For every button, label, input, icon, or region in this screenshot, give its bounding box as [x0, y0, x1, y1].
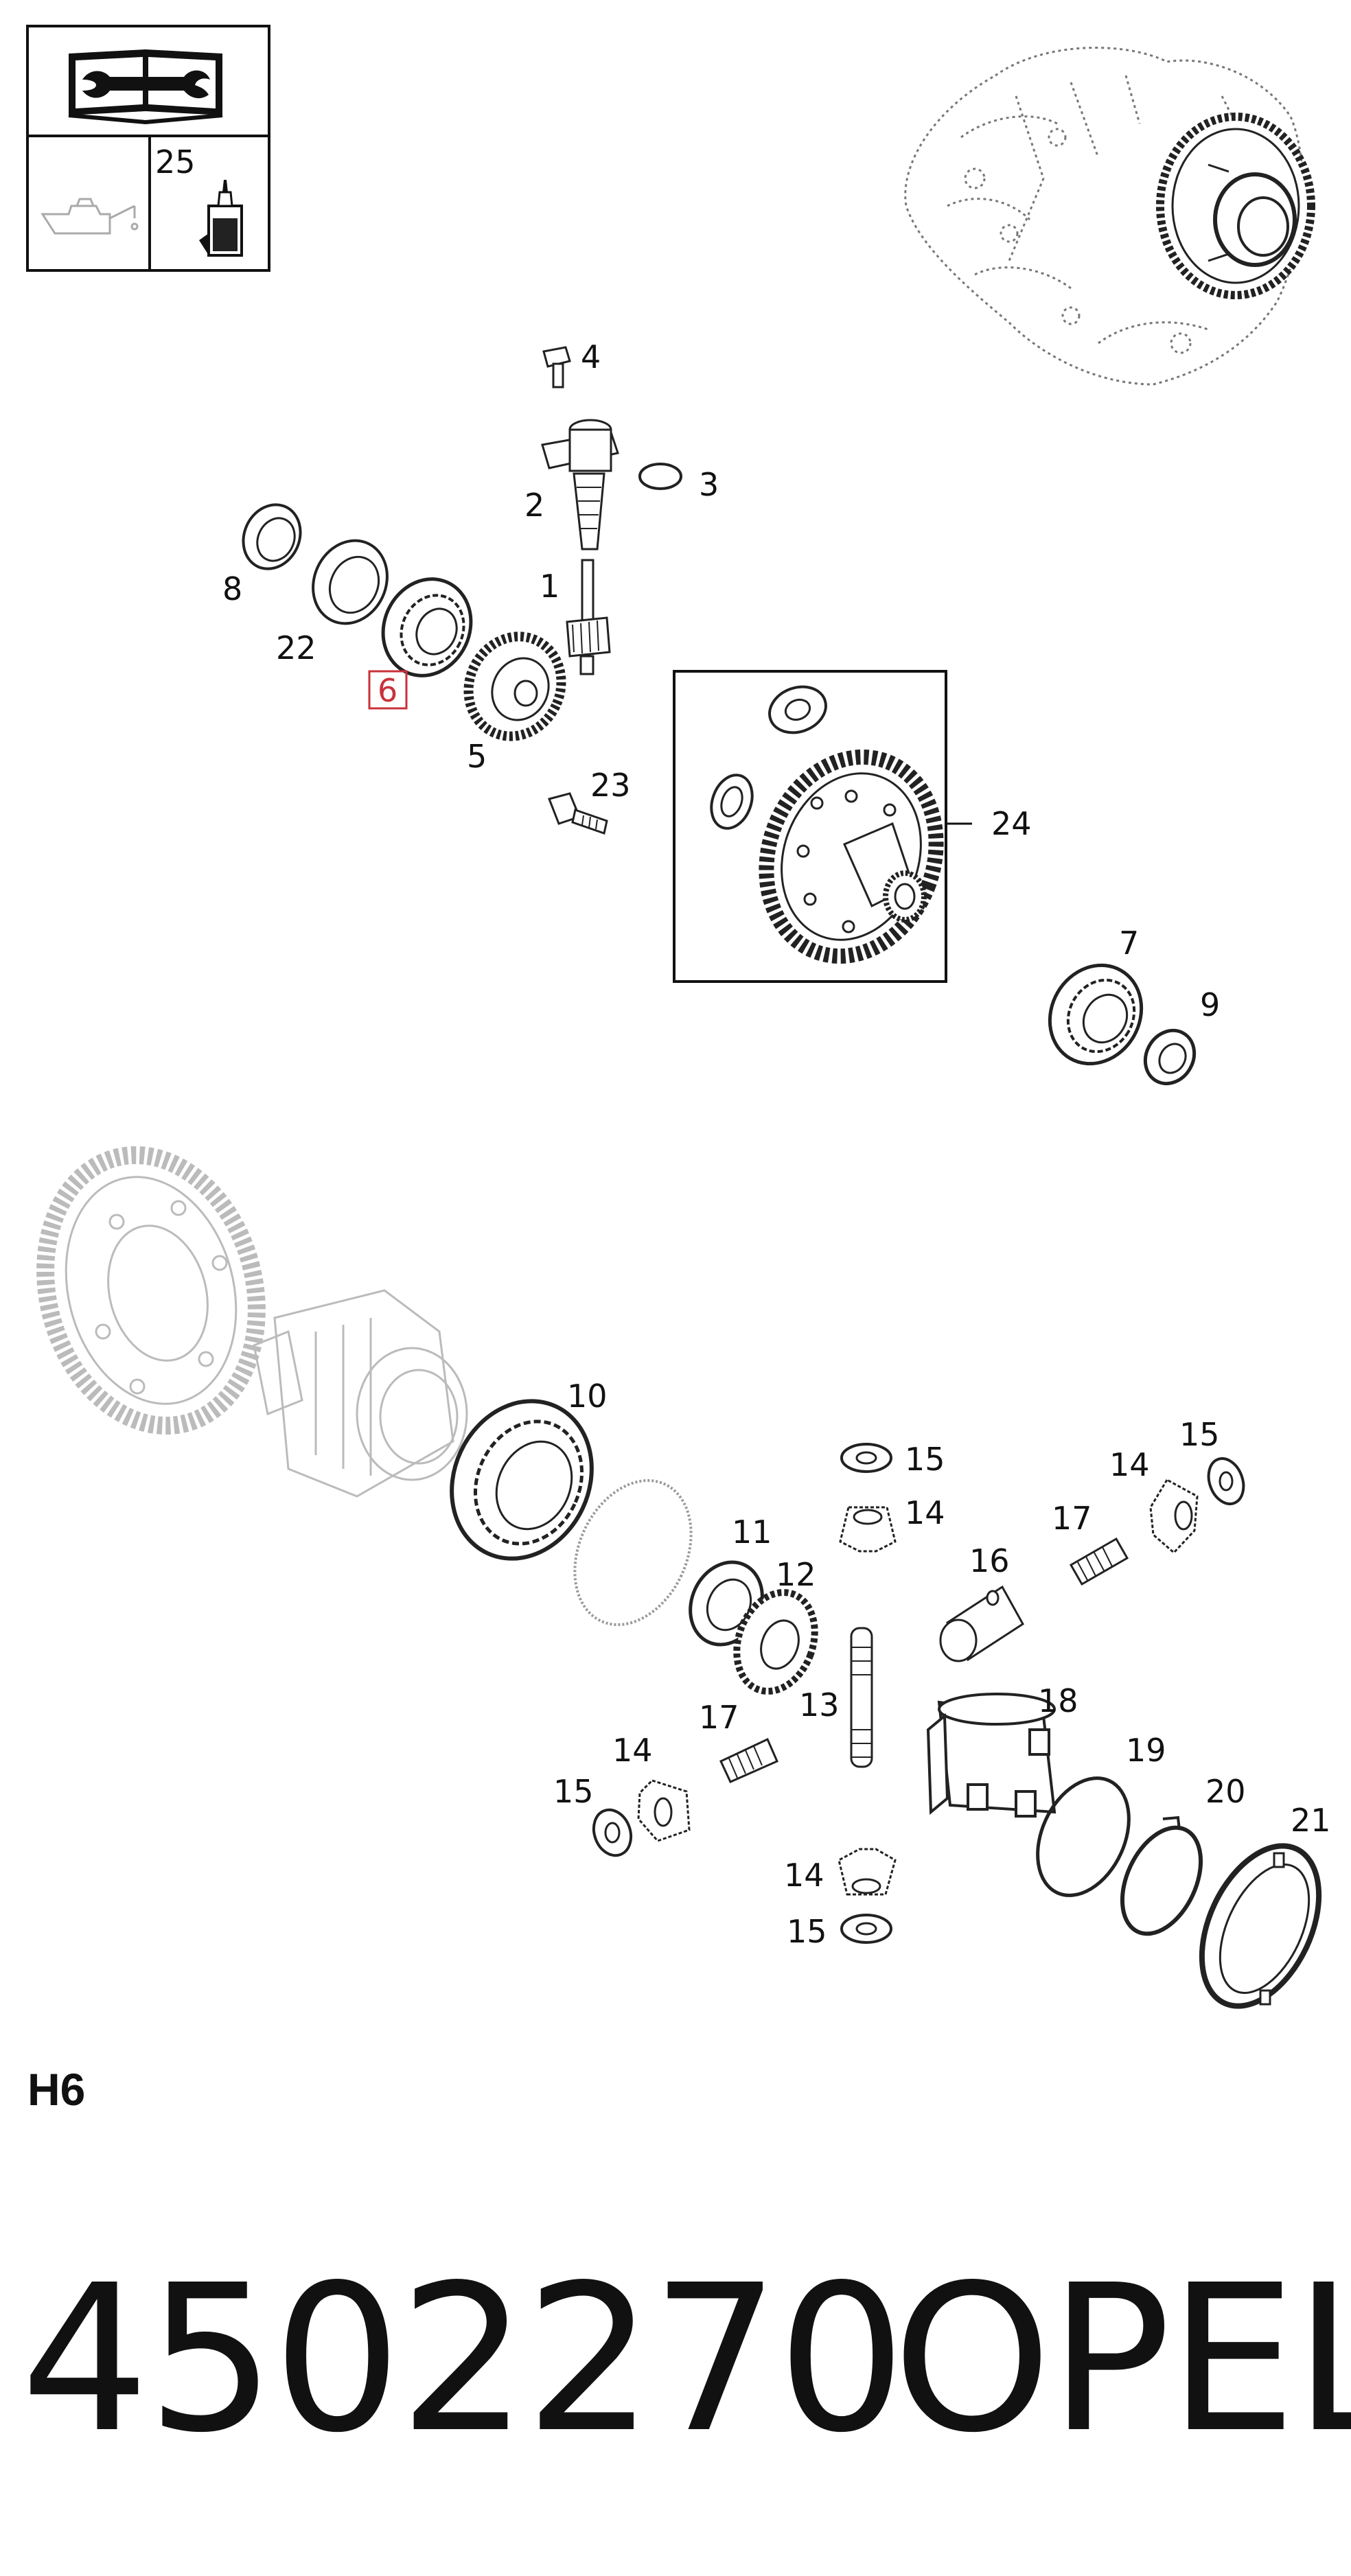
seal-9: [1143, 1028, 1197, 1086]
legend-box: 25: [26, 25, 270, 272]
pinion-gear-14-left: [637, 1779, 691, 1842]
exploded-parts-diagram: 25: [26, 25, 1331, 2009]
callout-22: 22: [276, 629, 316, 666]
callout-6-highlight-box: [368, 670, 408, 710]
oil-can-icon: [41, 198, 139, 235]
washer-15-right: [1207, 1457, 1245, 1505]
bolt-4: [542, 346, 571, 388]
lock-pin-16: [939, 1585, 1024, 1662]
bearing-7: [1048, 963, 1144, 1066]
callout-17-left: 17: [699, 1699, 739, 1736]
callout-13: 13: [799, 1686, 840, 1724]
differential-gear-overview: [1156, 113, 1315, 299]
callout-14-bottom: 14: [784, 1857, 824, 1894]
cover-ring-21: [1199, 1843, 1322, 2009]
o-ring-3: [638, 463, 682, 490]
sealant-tube-icon: [199, 180, 243, 257]
spring-17-left: [719, 1737, 778, 1783]
callout-15-top: 15: [905, 1441, 945, 1478]
book-wrench-icon: [68, 49, 223, 125]
sealant-number: 25: [155, 143, 196, 181]
callout-6[interactable]: 6: [378, 672, 397, 709]
callout-4: 4: [581, 338, 601, 375]
callout-11: 11: [732, 1513, 772, 1551]
helical-gear-5: [463, 631, 566, 741]
callout-1: 1: [540, 568, 559, 605]
differential-case-ghost: [253, 1289, 468, 1498]
part-number: 4502270: [21, 2241, 906, 2477]
callout-20: 20: [1205, 1773, 1246, 1810]
callout-18: 18: [1038, 1682, 1078, 1719]
shim-22: [312, 539, 389, 625]
washer-15-bottom: [840, 1914, 892, 1944]
callout-14-top: 14: [905, 1494, 945, 1531]
callout-24: 24: [991, 805, 1032, 842]
bolt-23: [547, 792, 608, 835]
washer-15-left: [592, 1808, 633, 1857]
bearing-6: [381, 577, 473, 677]
callout-15-left: 15: [553, 1773, 594, 1810]
speedo-gear-1: [566, 559, 611, 675]
brand-name: OPEL: [892, 2241, 1351, 2477]
pinion-shaft-13: [850, 1627, 873, 1768]
callout-10: 10: [567, 1378, 608, 1415]
pinion-gear-14-top: [839, 1506, 897, 1553]
callout-2: 2: [524, 487, 544, 524]
differential-cage-18: [926, 1693, 1056, 1818]
callout-19: 19: [1126, 1732, 1166, 1769]
circlip-19: [1036, 1776, 1131, 1897]
snap-ring-20: [1120, 1815, 1203, 1936]
callout-9: 9: [1200, 986, 1220, 1023]
callout-16: 16: [969, 1542, 1010, 1579]
seal-8: [242, 503, 302, 570]
callout-14-left: 14: [612, 1732, 653, 1769]
spring-17-right: [1069, 1537, 1129, 1586]
speedo-sleeve-2: [541, 419, 619, 550]
callout-12: 12: [776, 1556, 816, 1593]
callout-5: 5: [467, 738, 487, 775]
callout-14-right: 14: [1109, 1446, 1150, 1483]
ring-gear-ghost: [36, 1146, 266, 1435]
callout-7: 7: [1119, 925, 1139, 962]
pinion-gear-14-right: [1149, 1478, 1199, 1555]
callout-21: 21: [1291, 1802, 1331, 1839]
callout-15-right: 15: [1179, 1416, 1220, 1453]
callout-3: 3: [699, 466, 719, 503]
washer-15-top: [840, 1443, 892, 1473]
callout-17-right: 17: [1052, 1500, 1092, 1537]
side-gear-12: [733, 1589, 818, 1695]
pinion-gear-14-bottom: [838, 1848, 897, 1896]
section-code: H6: [27, 2064, 86, 2115]
differential-assembly-24: [673, 670, 947, 983]
bearing-10: [450, 1399, 594, 1561]
callout-8: 8: [222, 570, 242, 607]
callout-23: 23: [590, 767, 631, 804]
callout-15-bottom: 15: [787, 1913, 827, 1950]
shim-ring-ghost: [573, 1478, 693, 1627]
